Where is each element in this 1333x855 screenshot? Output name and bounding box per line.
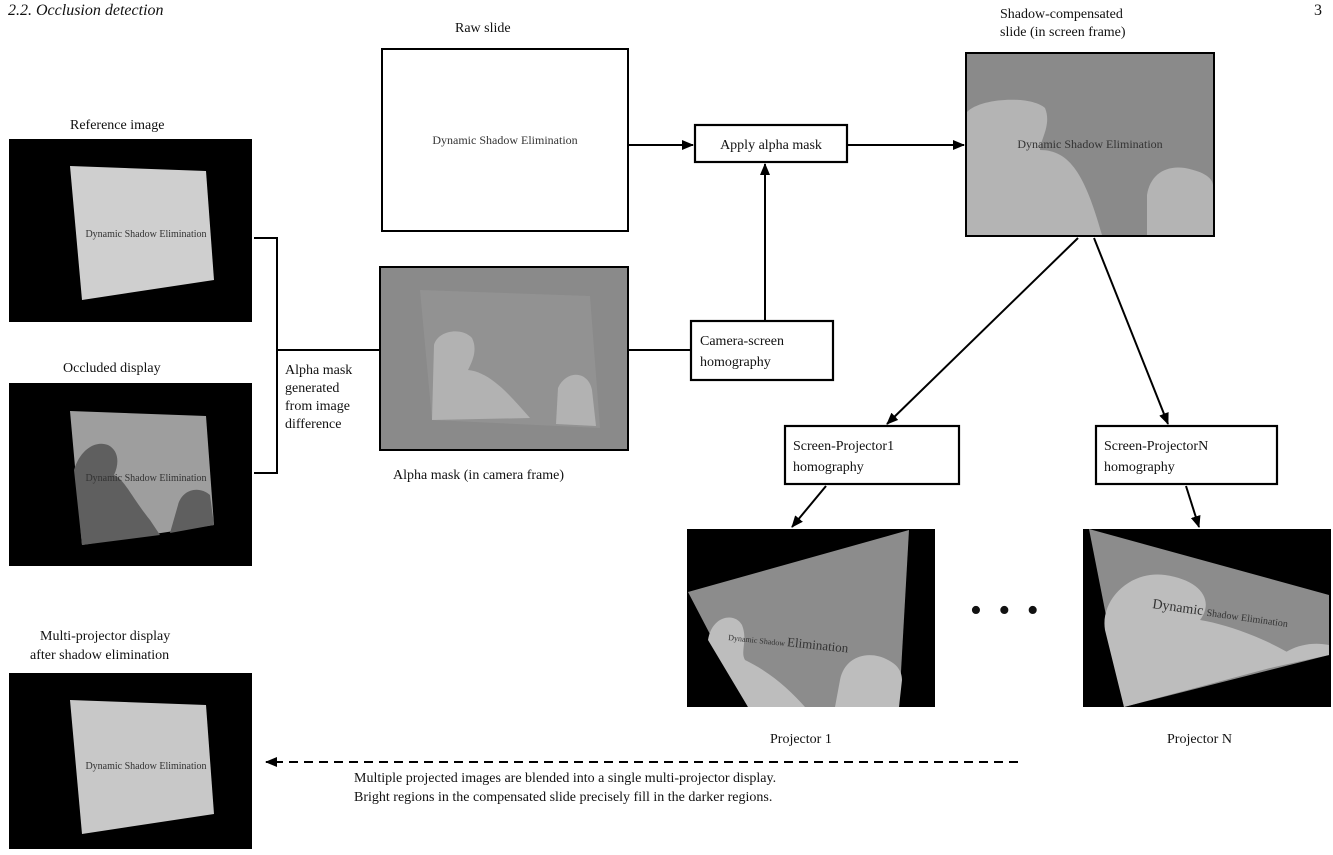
projector-n-label: Projector N xyxy=(1167,732,1232,747)
projector-n-image: Dynamic Shadow Elimination xyxy=(1083,529,1331,707)
screen-projectorN-label-line1: Screen-ProjectorN xyxy=(1104,439,1208,454)
camera-screen-homography-box: Camera-screen homography xyxy=(689,319,835,382)
reference-image: Dynamic Shadow Elimination xyxy=(9,139,252,322)
screen-projector1-label-line2: homography xyxy=(793,460,864,475)
shadow-compensated-slide: Dynamic Shadow Elimination xyxy=(965,52,1215,237)
camera-screen-label-line1: Camera-screen xyxy=(700,334,784,349)
projectorN-homography-to-image-arrow xyxy=(1185,485,1201,528)
compensated-slide-text: Dynamic Shadow Elimination xyxy=(1017,137,1162,151)
alpha-mask-generated-line3: from image xyxy=(285,399,350,414)
alpha-mask-camera-label: Alpha mask (in camera frame) xyxy=(393,468,565,483)
alpha-mask-generated-line4: difference xyxy=(285,417,342,432)
compensated-to-projectorN-homography-arrow xyxy=(1093,237,1169,425)
page-number: 3 xyxy=(1314,2,1322,19)
projector-1-image: Dynamic Shadow Elimination xyxy=(687,529,935,707)
alpha-mask-image xyxy=(379,266,629,451)
caption-line1: Multiple projected images are blended in… xyxy=(354,771,777,786)
apply-alpha-mask-box: Apply alpha mask xyxy=(693,123,849,164)
occluded-display-label: Occluded display xyxy=(63,361,161,376)
apply-alpha-mask-label: Apply alpha mask xyxy=(720,138,822,153)
section-title: 2.2. Occlusion detection xyxy=(8,2,164,19)
screen-projectorN-homography-box: Screen-ProjectorN homography xyxy=(1094,424,1279,486)
screen-projector1-homography-box: Screen-Projector1 homography xyxy=(783,424,961,486)
shadow-compensated-label-line1: Shadow-compensated xyxy=(1000,7,1123,22)
multi-projector-display-image: Dynamic Shadow Elimination xyxy=(9,673,252,849)
occluded-slide-text: Dynamic Shadow Elimination xyxy=(85,473,206,484)
camera-screen-label-line2: homography xyxy=(700,355,771,370)
ellipsis: • • • xyxy=(970,592,1043,629)
projector-1-label: Projector 1 xyxy=(770,732,832,747)
raw-slide: Dynamic Shadow Elimination xyxy=(381,48,629,232)
multi-projector-label-line2: after shadow elimination xyxy=(30,648,170,663)
multi-projector-label-line1: Multi-projector display xyxy=(40,629,171,644)
caption-line2: Bright regions in the compensated slide … xyxy=(354,790,773,805)
alpha-mask-generated-line1: Alpha mask xyxy=(285,363,353,378)
occluded-display-image: Dynamic Shadow Elimination xyxy=(9,383,252,566)
final-slide-text: Dynamic Shadow Elimination xyxy=(85,761,206,772)
raw-slide-text: Dynamic Shadow Elimination xyxy=(432,133,577,147)
reference-image-label: Reference image xyxy=(70,118,165,133)
alpha-mask-generated-line2: generated xyxy=(285,381,340,396)
reference-slide-text: Dynamic Shadow Elimination xyxy=(85,229,206,240)
screen-projector1-label-line1: Screen-Projector1 xyxy=(793,439,894,454)
projector1-homography-to-image-arrow xyxy=(791,485,827,528)
screen-projectorN-label-line2: homography xyxy=(1104,460,1175,475)
shadow-compensated-label-line2: slide (in screen frame) xyxy=(1000,25,1126,40)
raw-slide-label: Raw slide xyxy=(455,21,511,36)
bracket-connector xyxy=(254,237,278,474)
compensated-to-projector1-homography-arrow xyxy=(886,237,1079,425)
